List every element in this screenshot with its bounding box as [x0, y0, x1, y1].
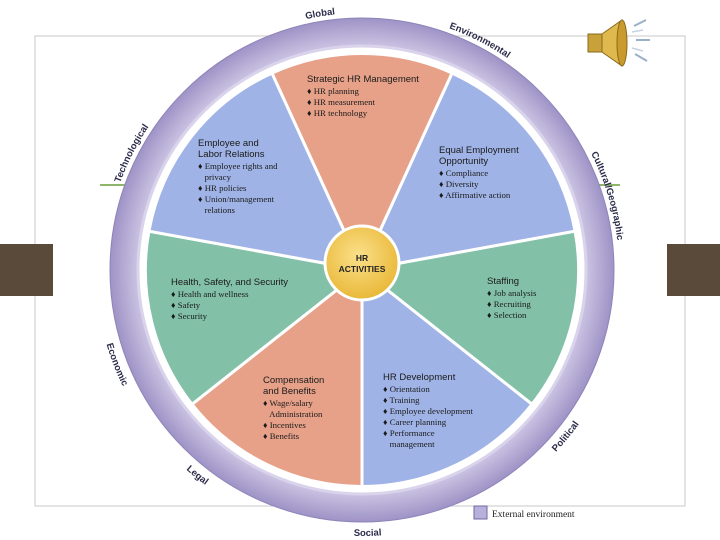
segment-item: ♦ HR measurement: [307, 97, 376, 107]
segment-text-compensation: Compensation and Benefits ♦ Wage/salary …: [263, 375, 324, 441]
segment-staffing: [358, 229, 581, 407]
segment-item: ♦ Diversity: [439, 179, 479, 189]
segment-text-eeo: Equal Employment Opportunity ♦ Complianc…: [439, 145, 519, 200]
segment-title: Opportunity: [439, 156, 488, 167]
center-circle: [323, 224, 401, 302]
segment-hr-development: [360, 266, 535, 489]
segment-item: ♦ HR planning: [307, 86, 359, 96]
segment-item: ♦ Training: [383, 395, 420, 405]
speaker-icon[interactable]: [587, 19, 650, 67]
segment-text-hr-development: HR Development ♦ Orientation ♦ Training …: [383, 372, 474, 449]
segment-title: Labor Relations: [198, 149, 265, 160]
segment-item: privacy: [198, 172, 232, 182]
side-tab-right: [667, 244, 720, 296]
segment-title: Strategic HR Management: [307, 74, 419, 85]
segment-item: ♦ Job analysis: [487, 288, 537, 298]
segment-text-health-safety: Health, Safety, and Security ♦ Health an…: [171, 277, 288, 321]
segment-item: ♦ Orientation: [383, 384, 430, 394]
segment-title: HR Development: [383, 372, 456, 383]
segment-item: ♦ Union/management: [198, 194, 275, 204]
segment-item: ♦ Employee rights and: [198, 161, 278, 171]
segment-compensation: [189, 266, 364, 489]
segment-text-staffing: Staffing ♦ Job analysis ♦ Recruiting ♦ S…: [487, 276, 537, 320]
segment-title: Staffing: [487, 276, 519, 287]
segment-item: ♦ Health and wellness: [171, 289, 249, 299]
segment-text-strategic-hr: Strategic HR Management ♦ HR planning ♦ …: [307, 74, 419, 118]
segment-item: ♦ Safety: [171, 300, 201, 310]
segment-item: ♦ Selection: [487, 310, 527, 320]
segment-item: ♦ Security: [171, 311, 208, 321]
segment-item: ♦ Employee development: [383, 406, 474, 416]
segment-text-employee-relations: Employee and Labor Relations ♦ Employee …: [198, 138, 278, 215]
segment-title: Equal Employment: [439, 145, 519, 156]
segment-health-safety: [143, 229, 366, 407]
ring-label-social: Social: [354, 527, 382, 539]
segment-item: ♦ Wage/salary: [263, 398, 313, 408]
segment-item: ♦ Benefits: [263, 431, 300, 441]
segment-item: ♦ Affirmative action: [439, 190, 511, 200]
segment-title: Employee and: [198, 138, 259, 149]
segment-item: ♦ HR policies: [198, 183, 247, 193]
ring-label-global-path: Global: [304, 6, 335, 22]
segment-title: Health, Safety, and Security: [171, 277, 288, 288]
segment-title: Compensation: [263, 375, 324, 386]
center-label-line2: ACTIVITIES: [339, 264, 386, 274]
segment-employee-relations: [147, 71, 365, 272]
segment-item: relations: [198, 205, 235, 215]
segment-eeo: [359, 71, 577, 272]
segment-item: management: [383, 439, 435, 449]
segment-item: ♦ Performance: [383, 428, 435, 438]
segment-strategic-hr: [269, 51, 455, 274]
side-tab-left: [0, 244, 53, 296]
legend-swatch: [473, 505, 488, 520]
ring-label-social-path: Social: [354, 527, 382, 539]
center-label-line1: HR: [356, 253, 368, 263]
segment-item: Administration: [263, 409, 323, 419]
segment-item: ♦ Career planning: [383, 417, 447, 427]
segment-item: ♦ Incentives: [263, 420, 306, 430]
segment-item: ♦ Compliance: [439, 168, 488, 178]
segment-item: ♦ Recruiting: [487, 299, 531, 309]
segment-item: ♦ HR technology: [307, 108, 368, 118]
segment-title: and Benefits: [263, 386, 316, 397]
ring-label-global: Global: [304, 6, 335, 22]
legend-label: External environment: [492, 510, 575, 520]
